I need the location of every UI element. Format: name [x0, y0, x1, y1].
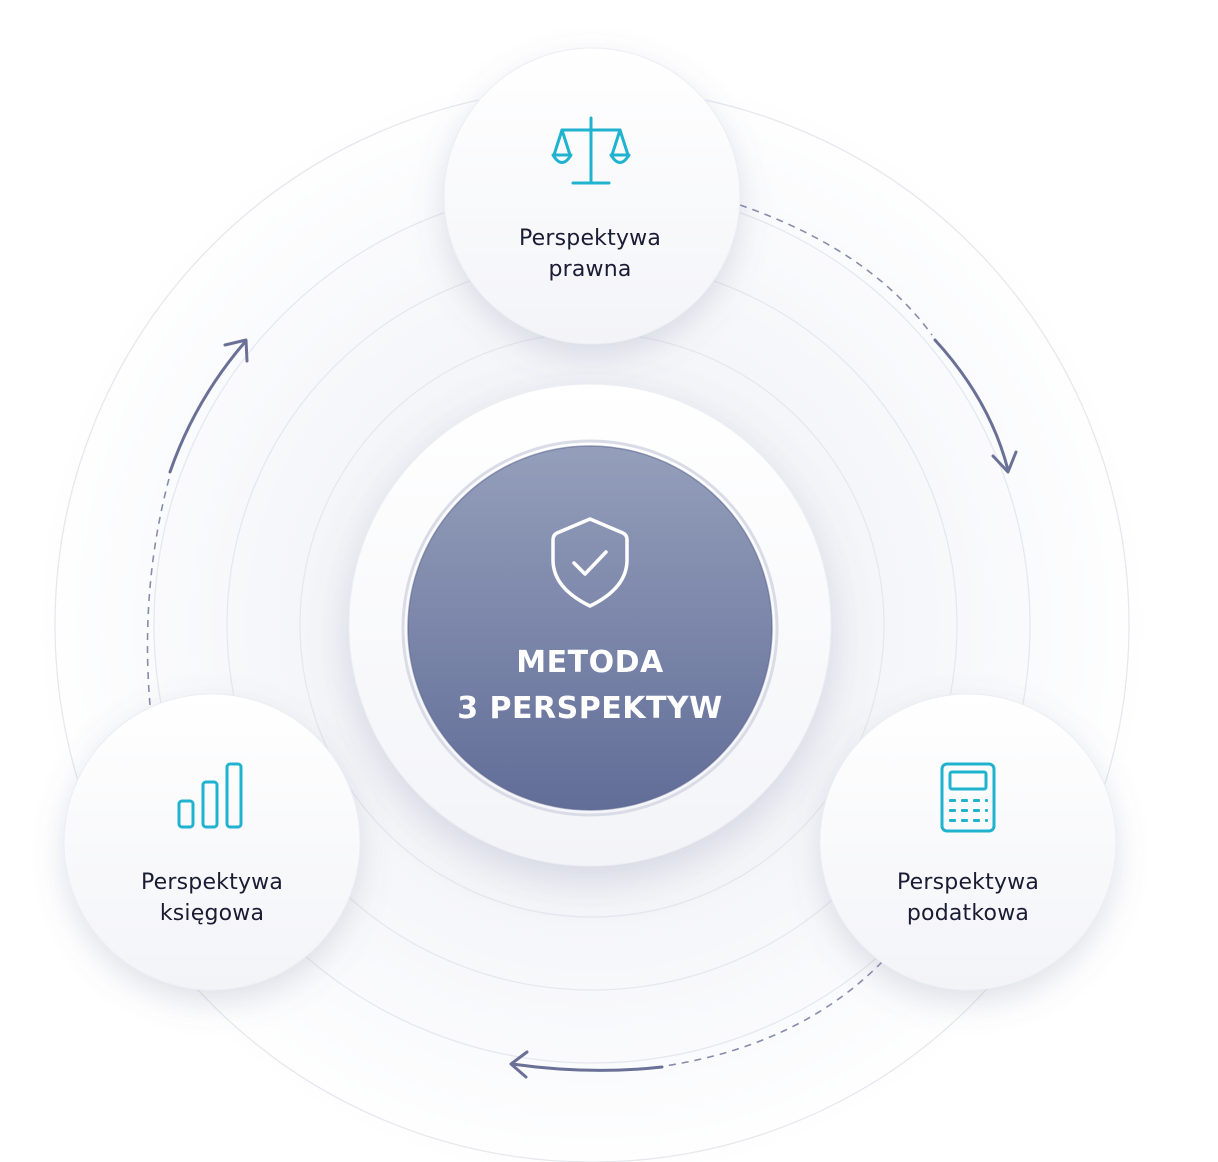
node-ksiegowa	[63, 693, 361, 991]
node-prawna	[443, 47, 741, 345]
node-label-ksiegowa: Perspektywa księgowa	[92, 867, 332, 929]
arrow-left-head	[223, 338, 249, 363]
node-label-line1: Perspektywa	[896, 870, 1040, 895]
arrow-bottom-head	[509, 1050, 529, 1079]
bar-chart-icon	[177, 762, 243, 829]
node-label-line2: księgowa	[159, 901, 265, 926]
center-title-line2: 3 PERSPEKTYW	[457, 691, 723, 726]
center-title-line1: METODA	[516, 645, 664, 680]
arrow-right	[933, 338, 1010, 472]
center-core	[401, 439, 779, 817]
scales-icon	[551, 116, 631, 185]
node-podatkowa	[819, 693, 1117, 991]
calculator-icon	[940, 762, 996, 833]
arrow-right-head	[991, 450, 1018, 474]
node-label-line1: Perspektywa	[140, 870, 284, 895]
shield-check-icon	[551, 517, 629, 608]
node-label-line1: Perspektywa	[518, 226, 662, 251]
center-title: METODA 3 PERSPEKTYW	[400, 640, 780, 732]
calculator-keys	[949, 799, 988, 822]
node-label-line2: podatkowa	[906, 901, 1030, 926]
arrow-bottom	[510, 1062, 664, 1072]
cycle-arrows	[146, 204, 1018, 1079]
arrow-left	[168, 340, 247, 474]
dashed-connector-bottom	[664, 961, 883, 1067]
node-label-line2: prawna	[548, 257, 632, 282]
node-label-podatkowa: Perspektywa podatkowa	[848, 867, 1088, 929]
dashed-connector-right	[739, 204, 933, 336]
node-label-prawna: Perspektywa prawna	[470, 223, 710, 285]
dashed-connector-left	[146, 474, 171, 706]
